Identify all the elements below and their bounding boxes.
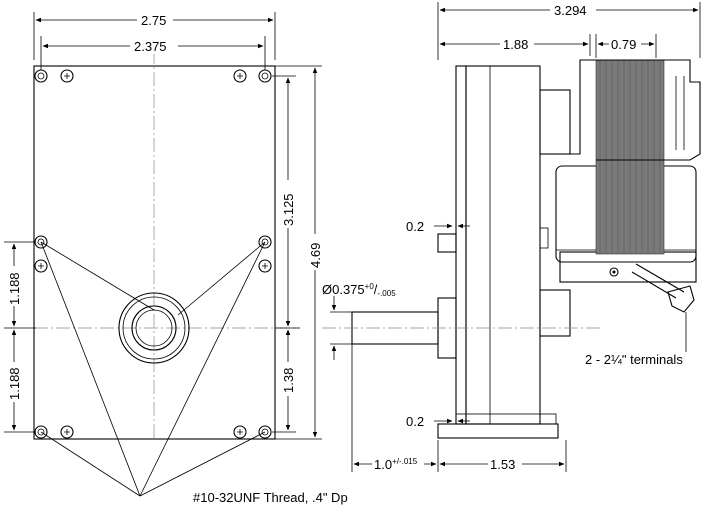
dim-left-lower-label: 1.188 — [7, 367, 22, 400]
terminal-lead — [631, 263, 695, 313]
front-shaft-boss — [118, 292, 190, 364]
terminal-hole — [609, 267, 619, 277]
dim-base-length: 1.53 — [439, 440, 567, 472]
dim-bottom-offset-label: 0.2 — [406, 414, 424, 429]
dim-left-lower: 1.188 — [4, 329, 36, 433]
front-plate-outline — [33, 65, 276, 440]
terminals-label: 2 - 2¼" terminals — [585, 352, 683, 367]
shaft-length-label: 1.0+/-.015 — [374, 457, 418, 472]
motor-bracket — [570, 59, 701, 161]
screw-top-right-icon — [233, 69, 247, 83]
screw-bottom-left-icon — [60, 425, 74, 439]
gearbox-front-plate — [455, 65, 467, 425]
dim-shaft-length: 1.0+/-.015 — [351, 344, 439, 472]
screw-bottom-right-icon — [233, 425, 247, 439]
dim-bottom-offset: 0.2 — [406, 414, 470, 429]
front-view: #10-32UNF Thread, .4" Dp 2.75 2.375 4.69 — [4, 12, 348, 505]
screw-top-left-icon — [60, 69, 74, 83]
mounting-hole-bottom-right — [258, 425, 272, 439]
dim-motor-length-label: 0.79 — [611, 37, 636, 52]
dim-upper-hole-spacing-label: 3.125 — [281, 193, 296, 226]
motor-lower-housing — [559, 251, 697, 283]
shaft-diameter-label: Ø0.375+0/-.005 — [322, 282, 396, 298]
side-view: 2 - 2¼" terminals 3.294 1.88 0.7 — [322, 2, 701, 472]
screw-mid-left-icon — [34, 259, 48, 273]
mounting-hole-top-right — [258, 69, 272, 83]
dim-base-length-label: 1.53 — [490, 457, 515, 472]
dim-left-upper: 1.188 — [4, 241, 36, 329]
gearbox-body — [465, 65, 541, 425]
mounting-hole-mid-right — [258, 235, 272, 249]
dim-lower-hole-spacing-label: 1.38 — [281, 368, 296, 393]
coil-winding-lines — [599, 60, 661, 254]
mounting-pin-upper — [437, 233, 457, 253]
screws — [34, 69, 272, 439]
dim-body-length: 1.88 — [439, 34, 591, 56]
dim-motor-length: 0.79 — [595, 34, 657, 58]
dim-height-total: 4.69 — [275, 65, 323, 440]
thread-note: #10-32UNF Thread, .4" Dp — [193, 490, 348, 505]
dim-height-total-label: 4.69 — [308, 243, 323, 268]
dim-upper-hole-spacing: 3.125 — [272, 75, 300, 329]
dim-overall-length: 3.294 — [437, 2, 701, 60]
dim-lower-hole-spacing: 1.38 — [272, 329, 296, 433]
dim-top-offset: 0.2 — [406, 219, 470, 234]
mounting-pin-lower — [437, 423, 559, 439]
dim-width-outer: 2.75 — [33, 12, 276, 60]
dim-left-upper-label: 1.188 — [7, 272, 22, 305]
dim-width-holes-label: 2.375 — [134, 39, 167, 54]
dim-body-length-label: 1.88 — [503, 37, 528, 52]
dim-overall-length-label: 3.294 — [554, 3, 587, 18]
gearbox-rear-step — [539, 89, 571, 155]
dim-top-offset-label: 0.2 — [406, 219, 424, 234]
dim-width-outer-label: 2.75 — [141, 13, 166, 28]
mounting-hole-top-left — [34, 69, 48, 83]
dim-shaft-diameter: Ø0.375+0/-.005 — [322, 282, 396, 360]
screw-mid-right-icon — [258, 259, 272, 273]
dim-width-holes: 2.375 — [40, 36, 266, 70]
mounting-holes — [34, 69, 272, 439]
thread-note-leaders — [40, 241, 266, 497]
gearbox-rear-boss — [539, 289, 571, 337]
